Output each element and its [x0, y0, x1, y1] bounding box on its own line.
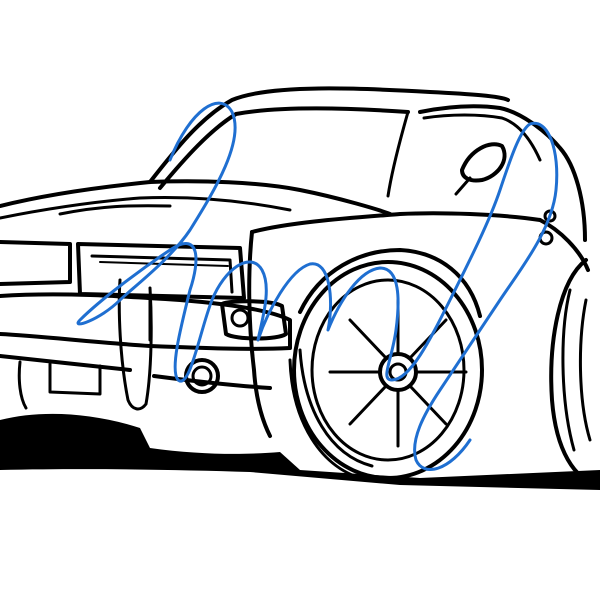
ground-shadow: [0, 413, 600, 490]
blue-scribble-signature: [76, 101, 559, 471]
car-body: [0, 86, 600, 488]
